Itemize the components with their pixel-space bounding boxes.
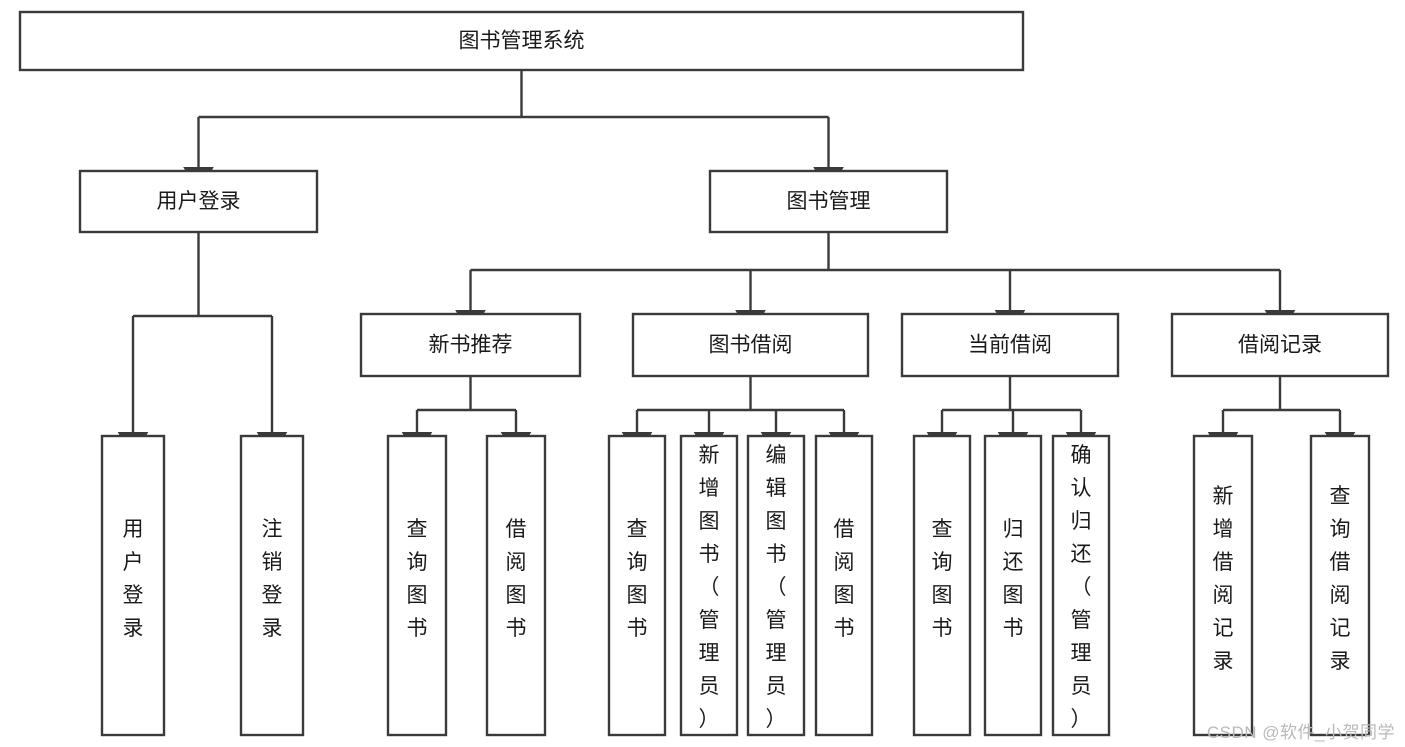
node-box — [814, 434, 874, 737]
node-label: 查询借阅记录 — [1330, 485, 1351, 673]
connector-layer — [117, 70, 1356, 459]
node-label: 确认归还（管理员） — [1071, 444, 1092, 731]
node-label: 新增图书（管理员） — [699, 444, 720, 731]
node-box — [239, 434, 305, 737]
node-box — [359, 312, 582, 378]
node-box — [746, 434, 806, 737]
node-current-borrow[interactable]: 当前借阅 — [900, 312, 1120, 378]
node-box — [1170, 312, 1390, 378]
node-box — [631, 312, 870, 378]
node-label: 借阅记录 — [1238, 334, 1322, 357]
leaf-leaf-query-book-borrow[interactable]: 查询图书 — [607, 434, 667, 737]
node-label: 编辑图书（管理员） — [766, 444, 787, 731]
node-label: 查询图书 — [627, 518, 648, 640]
node-label: 图书借阅 — [709, 334, 793, 357]
node-label: 借阅图书 — [506, 518, 527, 640]
leaf-leaf-add-record[interactable]: 新增借阅记录 — [1192, 434, 1254, 737]
node-user-login[interactable]: 用户登录 — [78, 169, 319, 234]
leaf-leaf-borrow-book-rec[interactable]: 借阅图书 — [485, 434, 547, 737]
node-label: 查询图书 — [932, 518, 953, 640]
node-label: 图书管理系统 — [459, 30, 585, 53]
node-book-manage[interactable]: 图书管理 — [708, 169, 949, 234]
node-label: 图书管理 — [787, 190, 871, 213]
node-box — [78, 169, 319, 234]
node-box — [607, 434, 667, 737]
node-box — [708, 169, 949, 234]
node-book-borrow[interactable]: 图书借阅 — [631, 312, 870, 378]
node-borrow-record[interactable]: 借阅记录 — [1170, 312, 1390, 378]
leaf-leaf-query-record[interactable]: 查询借阅记录 — [1309, 434, 1371, 737]
node-label: 归还图书 — [1003, 518, 1024, 640]
node-label: 借阅图书 — [834, 518, 855, 640]
node-box — [1051, 434, 1111, 737]
node-label: 注销登录 — [262, 518, 283, 640]
node-box — [900, 312, 1120, 378]
node-box — [485, 434, 547, 737]
node-layer: 图书管理系统用户登录图书管理新书推荐图书借阅当前借阅借阅记录用户登录注销登录查询… — [18, 10, 1390, 737]
leaf-leaf-query-book-rec[interactable]: 查询图书 — [386, 434, 448, 737]
node-new-book-recommend[interactable]: 新书推荐 — [359, 312, 582, 378]
leaf-leaf-query-book-cur[interactable]: 查询图书 — [912, 434, 972, 737]
node-box — [18, 10, 1025, 72]
node-box — [1309, 434, 1371, 737]
leaf-leaf-return-book[interactable]: 归还图书 — [983, 434, 1043, 737]
watermark-text: CSDN @软件_小贺同学 — [1206, 723, 1395, 742]
node-box — [912, 434, 972, 737]
leaf-leaf-borrow-book[interactable]: 借阅图书 — [814, 434, 874, 737]
node-label: 查询图书 — [407, 518, 428, 640]
node-box — [1192, 434, 1254, 737]
node-label: 新增借阅记录 — [1213, 485, 1234, 673]
node-box — [983, 434, 1043, 737]
node-root[interactable]: 图书管理系统 — [18, 10, 1025, 72]
leaf-leaf-logout[interactable]: 注销登录 — [239, 434, 305, 737]
node-box — [100, 434, 166, 737]
node-label: 当前借阅 — [968, 334, 1052, 357]
node-label: 用户登录 — [123, 518, 144, 640]
leaf-leaf-add-book[interactable]: 新增图书（管理员） — [679, 434, 739, 737]
node-box — [386, 434, 448, 737]
node-label: 新书推荐 — [429, 334, 513, 357]
leaf-leaf-user-login[interactable]: 用户登录 — [100, 434, 166, 737]
leaf-leaf-confirm-return[interactable]: 确认归还（管理员） — [1051, 434, 1111, 737]
node-box — [679, 434, 739, 737]
leaf-leaf-edit-book[interactable]: 编辑图书（管理员） — [746, 434, 806, 737]
node-label: 用户登录 — [157, 190, 241, 213]
